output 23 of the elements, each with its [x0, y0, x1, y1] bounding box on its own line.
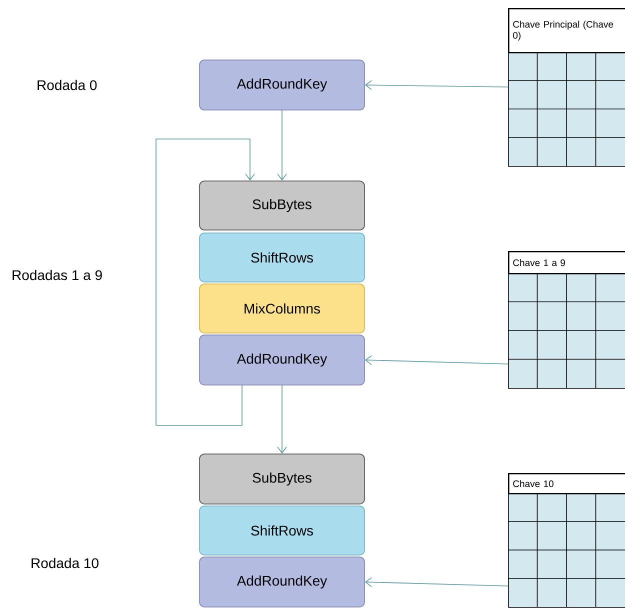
step-box: AddRoundKey	[199, 60, 365, 110]
arrow	[277, 110, 287, 181]
round-label: Rodadas 1 a 9	[12, 270, 102, 280]
key-matrix: Chave Principal (Chave 0)	[508, 8, 625, 167]
step-box: SubBytes	[199, 180, 365, 230]
step-box: AddRoundKey	[199, 556, 365, 608]
node-label: Chave Principal (Chave 0)	[513, 20, 614, 41]
node-label: Chave 1 a 9	[513, 259, 565, 266]
arrow	[156, 138, 255, 426]
key-matrix: Chave 1 a 9	[508, 251, 625, 389]
step-box: MixColumns	[199, 284, 365, 334]
step-box: ShiftRows	[199, 506, 365, 556]
key-matrix: Chave 10	[508, 473, 625, 608]
arrow	[364, 80, 508, 90]
arrow	[277, 385, 287, 454]
arrow	[364, 355, 508, 366]
step-box: AddRoundKey	[199, 334, 365, 386]
node-label: Chave 10	[513, 480, 554, 488]
round-label: Rodada 0	[38, 80, 97, 90]
step-box: ShiftRows	[199, 232, 365, 282]
step-box: SubBytes	[199, 454, 365, 504]
arrow	[364, 577, 508, 588]
round-label: Rodada 10	[32, 558, 98, 568]
